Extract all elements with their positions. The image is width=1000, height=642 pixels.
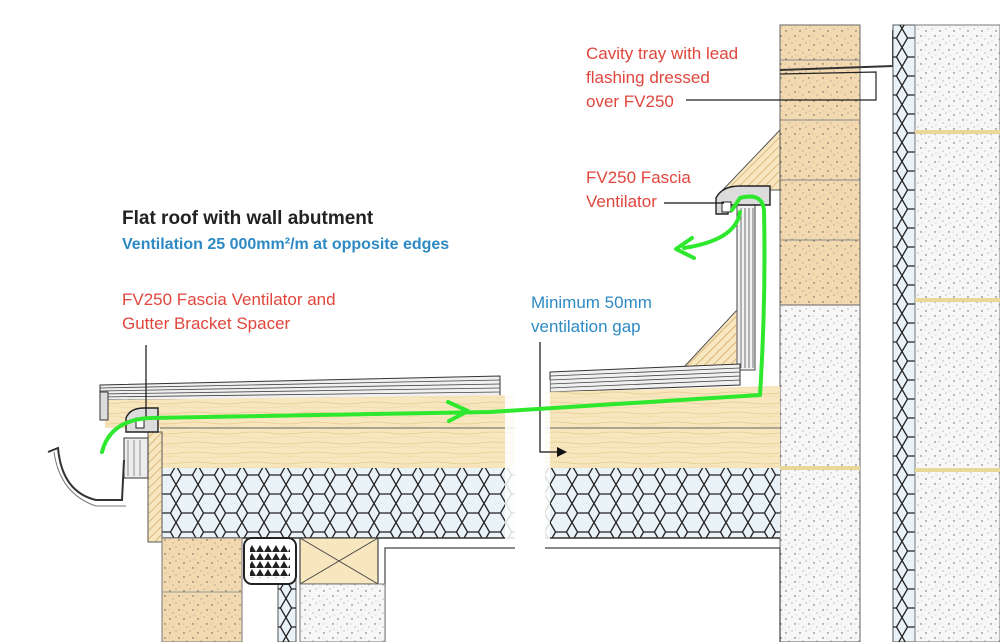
roof-joist: [160, 427, 780, 468]
roof-insulation: [160, 468, 780, 539]
label-gutter-spacer-line-1: FV250 Fascia Ventilator and: [122, 290, 336, 309]
label-cavity-tray-line-1: Cavity tray with lead: [586, 44, 739, 63]
wall-plate: [299, 537, 379, 585]
roof-membrane-right: [549, 363, 741, 393]
brick-wall-outer-leaf: [779, 24, 861, 306]
leader-ventilation-gap: [539, 342, 567, 457]
airflow-arrow-main: [100, 194, 767, 454]
airflow-arrow-exit: [682, 210, 742, 250]
inner-leaf-lower: [299, 583, 386, 642]
drip-edge: [99, 391, 109, 421]
diagram-title: Flat roof with wall abutment: [122, 208, 374, 229]
label-fascia-ventilator-line-1: FV250 Fascia: [586, 168, 691, 187]
ceiling-plasterboard: [384, 547, 781, 642]
label-gutter-spacer-line-2: Gutter Bracket Spacer: [122, 314, 291, 333]
airflow-arrowhead-mid: [446, 400, 470, 423]
inner-leaf-blockwork: [914, 24, 1000, 642]
diagram-subtitle: Ventilation 25 000mm²/m at opposite edge…: [122, 236, 450, 253]
lintel: [243, 537, 297, 585]
label-ventilation-gap-line-2: ventilation gap: [531, 317, 641, 336]
eaves-wall-brick: [161, 537, 243, 642]
label-ventilation-gap-line-1: Minimum 50mm: [531, 293, 652, 312]
upstand-timber-fillet: [716, 128, 781, 196]
airflow-arrowhead-exit: [674, 236, 696, 260]
wall-fillet: [681, 308, 738, 371]
cavity-insulation: [892, 24, 916, 642]
fascia-board: [147, 431, 163, 543]
label-cavity-tray-line-2: flashing dressed: [586, 68, 710, 87]
label-cavity-tray-line-3: over FV250: [586, 92, 674, 111]
blockwork-wall: [779, 304, 861, 642]
gutter: [47, 446, 126, 507]
upstand-membrane: [736, 204, 756, 371]
label-fascia-ventilator-line-2: Ventilator: [586, 192, 657, 211]
fv250-fascia-ventilator-upper: [715, 185, 771, 215]
